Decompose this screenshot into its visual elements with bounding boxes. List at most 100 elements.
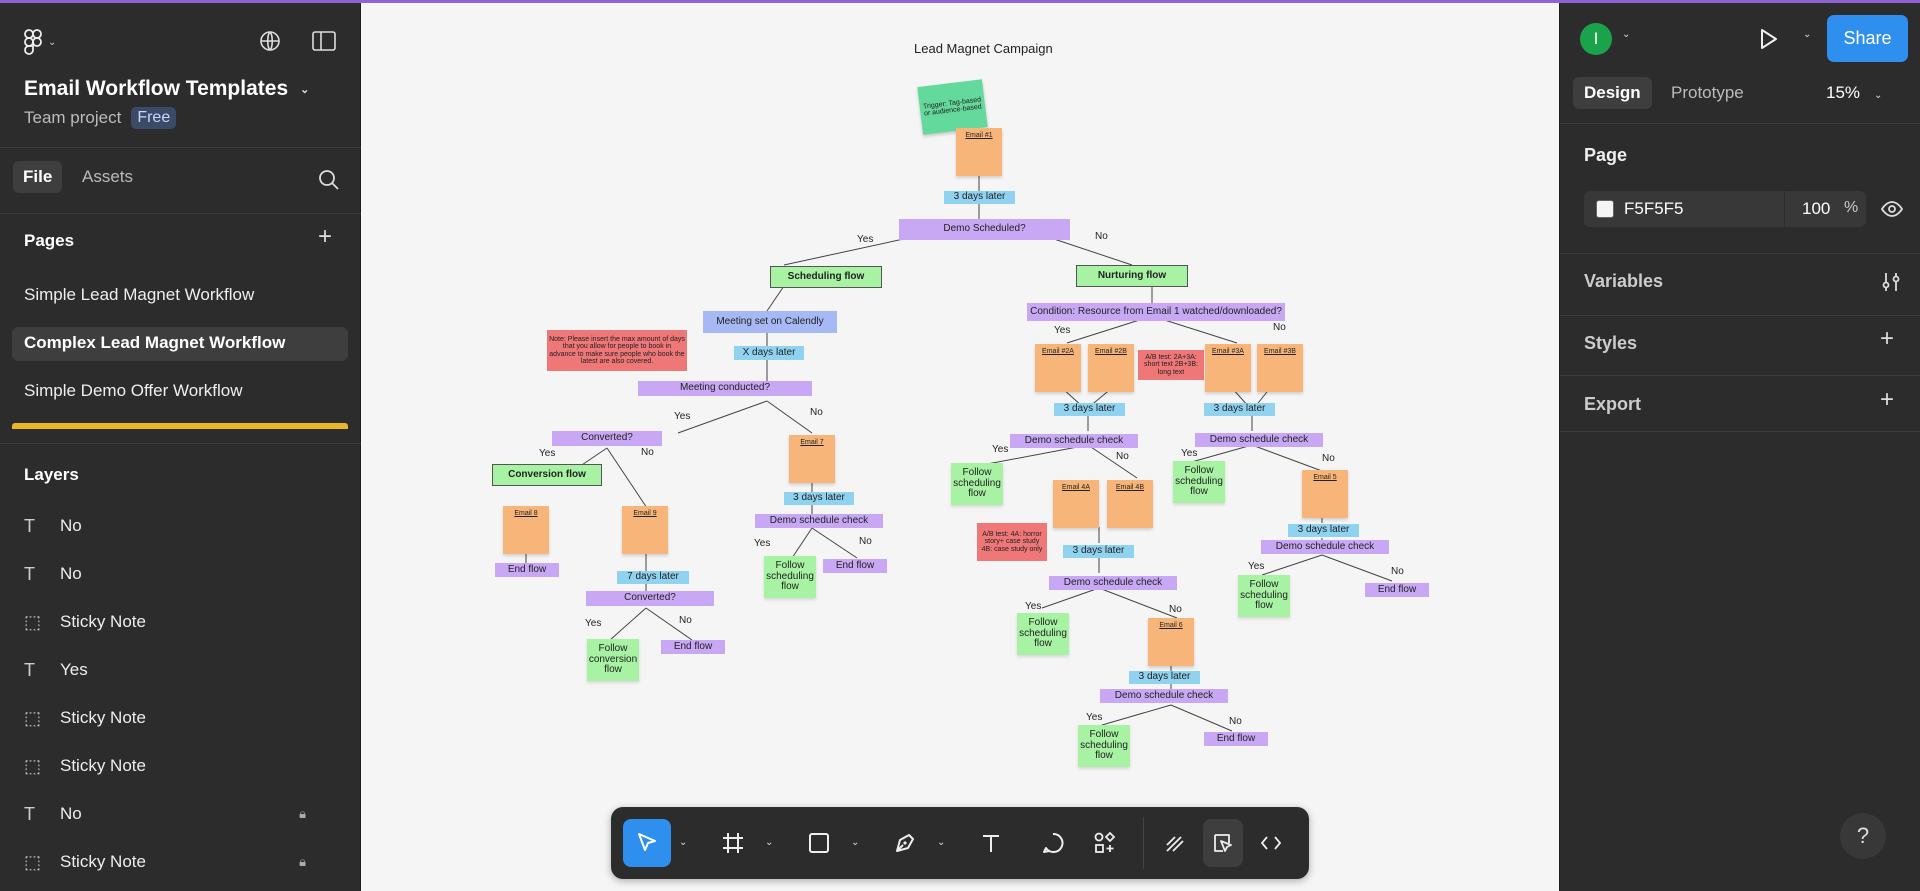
fill-opacity[interactable]: 100: [1802, 199, 1831, 218]
fill-hex[interactable]: F5F5F5: [1624, 199, 1684, 218]
design-mode-icon[interactable]: [1203, 819, 1243, 867]
decision-node[interactable]: Demo schedule check: [755, 514, 883, 528]
decision-node[interactable]: Demo schedule check: [1049, 576, 1177, 590]
variables-settings-icon[interactable]: [1880, 271, 1902, 298]
sidebar-toggle-icon[interactable]: [310, 27, 338, 55]
delay-label[interactable]: 3 days later: [1063, 545, 1134, 558]
yes-label[interactable]: Yes: [585, 618, 602, 629]
lock-icon[interactable]: 🔒︎: [299, 806, 306, 821]
delay-label[interactable]: 3 days later: [784, 492, 854, 505]
yes-label[interactable]: Yes: [754, 538, 771, 549]
decision-node[interactable]: Demo schedule check: [1195, 433, 1323, 447]
yes-label[interactable]: Yes: [1025, 601, 1042, 612]
delay-label[interactable]: 3 days later: [1288, 524, 1359, 537]
flow-node[interactable]: Conversion flow: [492, 464, 602, 486]
email-sticky[interactable]: Email #3B: [1257, 344, 1303, 392]
flow-sticky[interactable]: Follow conversion flow: [587, 639, 639, 681]
delay-label[interactable]: 3 days later: [1204, 403, 1275, 416]
globe-icon[interactable]: [256, 27, 284, 55]
chevron-down-icon[interactable]: ⌄: [679, 837, 688, 848]
pen-tool-icon[interactable]: [881, 819, 929, 867]
no-label[interactable]: No: [1273, 322, 1286, 333]
no-label[interactable]: No: [641, 447, 654, 458]
no-label[interactable]: No: [810, 407, 823, 418]
color-swatch[interactable]: [1596, 200, 1614, 218]
dev-mode-icon[interactable]: [1251, 819, 1291, 867]
lock-icon[interactable]: 🔒︎: [299, 854, 306, 869]
email-sticky[interactable]: Email 9: [622, 506, 668, 554]
add-page-icon[interactable]: +: [318, 223, 333, 250]
no-label[interactable]: No: [1391, 566, 1404, 577]
rectangle-tool-icon[interactable]: [795, 819, 843, 867]
export-heading[interactable]: Export: [1584, 394, 1642, 414]
page-fill-field[interactable]: F5F5F5 100 %: [1584, 191, 1866, 227]
decision-node[interactable]: Demo schedule check: [1261, 540, 1389, 554]
project-title[interactable]: Email Workflow Templates⌄: [24, 77, 309, 101]
email-sticky[interactable]: Email 5: [1302, 470, 1348, 518]
email-sticky[interactable]: Email #1: [956, 128, 1002, 176]
end-flow-node[interactable]: End flow: [1365, 583, 1429, 597]
decision-node[interactable]: Meeting conducted?: [638, 381, 812, 396]
end-flow-node[interactable]: End flow: [495, 563, 559, 577]
avatar[interactable]: I: [1580, 23, 1612, 55]
no-label[interactable]: No: [859, 536, 872, 547]
draw-mode-icon[interactable]: [1155, 819, 1195, 867]
note-sticky[interactable]: Note: Please insert the max amount of da…: [547, 330, 687, 371]
play-icon[interactable]: [1756, 27, 1780, 56]
email-sticky[interactable]: Email 7: [789, 435, 835, 483]
no-label[interactable]: No: [1095, 231, 1108, 242]
flow-node[interactable]: Scheduling flow: [770, 266, 882, 288]
help-button[interactable]: ?: [1840, 813, 1886, 859]
email-sticky[interactable]: Email 6: [1148, 618, 1194, 666]
no-label[interactable]: No: [1116, 451, 1129, 462]
yes-label[interactable]: Yes: [1054, 325, 1071, 336]
flow-sticky[interactable]: Follow scheduling flow: [951, 463, 1003, 505]
layer-item[interactable]: ⬚Sticky Note: [24, 751, 344, 781]
email-sticky[interactable]: Email #2B: [1088, 344, 1134, 392]
actions-tool-icon[interactable]: [1081, 819, 1129, 867]
canvas[interactable]: Lead Magnet Campaign Trigger: Tag-based …: [362, 3, 1558, 891]
decision-node[interactable]: Converted?: [586, 591, 714, 606]
yes-label[interactable]: Yes: [1248, 561, 1265, 572]
email-sticky[interactable]: Email 4A: [1053, 480, 1099, 528]
add-export-icon[interactable]: +: [1880, 386, 1895, 413]
end-flow-node[interactable]: End flow: [1204, 732, 1268, 746]
tab-file[interactable]: File: [13, 161, 63, 193]
layer-item[interactable]: ⬚Sticky Note: [24, 703, 344, 733]
comment-tool-icon[interactable]: [1029, 819, 1077, 867]
zoom-level[interactable]: 15%⌄: [1826, 83, 1882, 103]
page-item[interactable]: Simple Demo Offer Workflow: [24, 381, 243, 400]
delay-label[interactable]: 3 days later: [944, 191, 1015, 204]
email-sticky[interactable]: Email #3A: [1205, 344, 1251, 392]
search-icon[interactable]: [318, 169, 340, 196]
meeting-calendly-node[interactable]: Meeting set on Calendly: [703, 311, 837, 333]
tab-design[interactable]: Design: [1573, 77, 1652, 109]
yes-label[interactable]: Yes: [539, 448, 556, 459]
main-menu-button[interactable]: ⌄: [24, 29, 56, 55]
end-flow-node[interactable]: End flow: [823, 559, 887, 573]
variables-heading[interactable]: Variables: [1584, 271, 1664, 291]
chevron-down-icon[interactable]: ⌄: [1622, 29, 1631, 40]
condition-node[interactable]: Condition: Resource from Email 1 watched…: [1027, 303, 1285, 321]
flow-sticky[interactable]: Follow scheduling flow: [1078, 725, 1130, 767]
email-sticky[interactable]: Email 8: [503, 506, 549, 554]
tab-assets[interactable]: Assets: [82, 167, 134, 186]
page-item-selected[interactable]: Complex Lead Magnet Workflow: [12, 327, 348, 361]
delay-label[interactable]: 3 days later: [1129, 671, 1200, 684]
trigger-sticky[interactable]: Trigger: Tag-based or audience-based: [917, 79, 988, 135]
email-sticky[interactable]: Email #2A: [1035, 344, 1081, 392]
flow-sticky[interactable]: Follow scheduling flow: [1017, 613, 1069, 655]
tab-prototype[interactable]: Prototype: [1671, 83, 1744, 102]
chevron-down-icon[interactable]: ⌄: [1803, 29, 1812, 40]
yes-label[interactable]: Yes: [857, 234, 874, 245]
delay-label[interactable]: 3 days later: [1054, 403, 1125, 416]
chevron-down-icon[interactable]: ⌄: [937, 837, 946, 848]
share-button[interactable]: Share: [1827, 15, 1908, 62]
plan-badge[interactable]: Free: [131, 107, 177, 129]
eye-icon[interactable]: [1880, 199, 1904, 224]
page-item[interactable]: Simple Lead Magnet Workflow: [24, 285, 255, 304]
frame-tool-icon[interactable]: [709, 819, 757, 867]
layer-item[interactable]: ⬚Sticky Note🔒︎: [24, 847, 344, 877]
